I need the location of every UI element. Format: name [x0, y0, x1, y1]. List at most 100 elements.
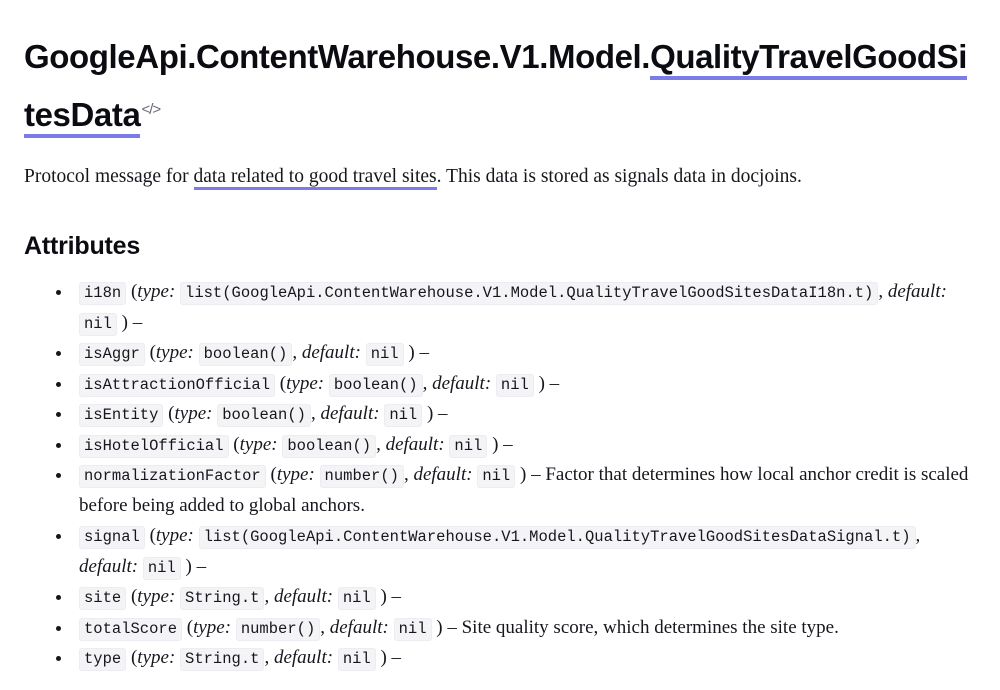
attribute-default: nil [365, 343, 404, 366]
attribute-type: boolean() [198, 343, 293, 366]
close-paren: ) [492, 433, 499, 455]
open-paren: ( [186, 616, 194, 638]
dash-separator: – [549, 372, 560, 394]
attribute-type: String.t [180, 648, 265, 671]
attribute-name: type [79, 648, 127, 671]
attribute-type: boolean() [217, 404, 311, 427]
attribute-item: totalScore (type: number(), default: nil… [55, 613, 976, 644]
open-paren: ( [149, 525, 156, 546]
comma-separator: , [915, 525, 921, 546]
attribute-name: isAggr [79, 343, 145, 366]
default-label: default: [385, 433, 445, 455]
attribute-default: nil [384, 404, 423, 427]
comma-separator: , [878, 281, 884, 302]
type-label: type: [193, 616, 232, 638]
dash-separator: – [196, 555, 207, 577]
attribute-default: nil [337, 587, 376, 610]
dash-separator: – [391, 586, 402, 607]
default-label: default: [273, 647, 334, 668]
comma-separator: , [264, 647, 270, 668]
type-label: type: [174, 403, 213, 424]
attribute-item: site (type: String.t, default: nil ) – [55, 582, 976, 613]
default-label: default: [320, 403, 380, 424]
open-paren: ( [279, 372, 287, 394]
default-label: default: [329, 616, 389, 638]
type-label: type: [137, 647, 176, 668]
page-title-highlighted: QualityTravelGoodSitesData [24, 38, 967, 138]
attribute-default: nil [477, 465, 516, 488]
attribute-default: nil [79, 312, 117, 336]
dash-separator: – [419, 342, 429, 363]
dash-separator: – [447, 616, 457, 638]
type-label: type: [155, 525, 194, 546]
dash-separator: – [132, 311, 143, 333]
open-paren: ( [130, 281, 138, 302]
attribute-name: isAttractionOfficial [79, 373, 276, 397]
attribute-item: isAttractionOfficial (type: boolean(), d… [55, 369, 976, 400]
description-before: Protocol message for [24, 166, 194, 187]
attribute-description: Factor that determines how local anchor … [79, 464, 969, 516]
attribute-name: i18n [79, 282, 127, 305]
attribute-item: isAggr (type: boolean(), default: nil ) … [55, 338, 976, 369]
attribute-default: nil [495, 373, 534, 397]
attribute-item: isEntity (type: boolean(), default: nil … [55, 399, 976, 430]
open-paren: ( [168, 403, 175, 424]
attribute-description: Site quality score, which determines the… [461, 616, 839, 638]
documentation-page: GoogleApi.ContentWarehouse.V1.Model.Qual… [24, 30, 976, 674]
attribute-default: nil [449, 434, 488, 458]
type-label: type: [137, 586, 176, 607]
attribute-type: list(GoogleApi.ContentWarehouse.V1.Model… [198, 526, 916, 549]
default-label: default: [413, 464, 473, 485]
open-paren: ( [130, 647, 138, 668]
type-label: type: [239, 433, 278, 455]
close-paren: ) [380, 647, 387, 668]
default-label: default: [273, 586, 334, 607]
comma-separator: , [422, 372, 428, 394]
comma-separator: , [310, 403, 316, 424]
comma-separator: , [320, 616, 325, 638]
page-title: GoogleApi.ContentWarehouse.V1.Model.Qual… [24, 30, 976, 141]
open-paren: ( [270, 464, 277, 485]
attribute-type: String.t [180, 587, 265, 610]
comma-separator: , [292, 342, 298, 363]
dash-separator: – [438, 403, 448, 424]
page-description: Protocol message for data related to goo… [24, 163, 976, 191]
default-label: default: [432, 372, 492, 394]
attribute-item: i18n (type: list(GoogleApi.ContentWareho… [55, 277, 976, 338]
close-paren: ) [121, 311, 128, 333]
close-paren: ) [408, 342, 415, 363]
open-paren: ( [233, 433, 240, 455]
comma-separator: , [376, 433, 381, 455]
type-label: type: [137, 281, 176, 302]
type-label: type: [286, 372, 325, 394]
attribute-default: nil [337, 648, 376, 671]
attribute-item: isHotelOfficial (type: boolean(), defaul… [55, 430, 976, 461]
attributes-list: i18n (type: list(GoogleApi.ContentWareho… [24, 277, 976, 674]
attribute-name: isHotelOfficial [79, 434, 229, 458]
comma-separator: , [264, 586, 270, 607]
attribute-default: nil [393, 617, 432, 641]
attribute-name: totalScore [79, 617, 183, 641]
dash-separator: – [391, 647, 402, 668]
title-block: GoogleApi.ContentWarehouse.V1.Model.Qual… [24, 30, 976, 141]
source-code-icon[interactable]: </> [141, 101, 161, 118]
close-paren: ) [519, 464, 527, 485]
attribute-type: number() [235, 617, 321, 641]
attribute-name: normalizationFactor [79, 465, 266, 488]
open-paren: ( [130, 586, 138, 607]
dash-separator: – [503, 433, 513, 455]
page-title-prefix: GoogleApi.ContentWarehouse.V1.Model. [24, 38, 651, 75]
attribute-item: normalizationFactor (type: number(), def… [55, 460, 976, 521]
attributes-heading: Attributes [24, 232, 141, 260]
attribute-name: signal [79, 526, 145, 549]
attribute-type: boolean() [282, 434, 377, 458]
default-label: default: [887, 281, 947, 302]
attribute-type: number() [319, 465, 404, 488]
attribute-item: signal (type: list(GoogleApi.ContentWare… [55, 521, 976, 582]
description-highlighted: data related to good travel sites [193, 166, 437, 190]
attribute-item: type (type: String.t, default: nil ) – [55, 643, 976, 674]
attribute-name: site [79, 587, 127, 610]
type-label: type: [155, 342, 194, 363]
dash-separator: – [531, 464, 541, 485]
default-label: default: [301, 342, 361, 363]
